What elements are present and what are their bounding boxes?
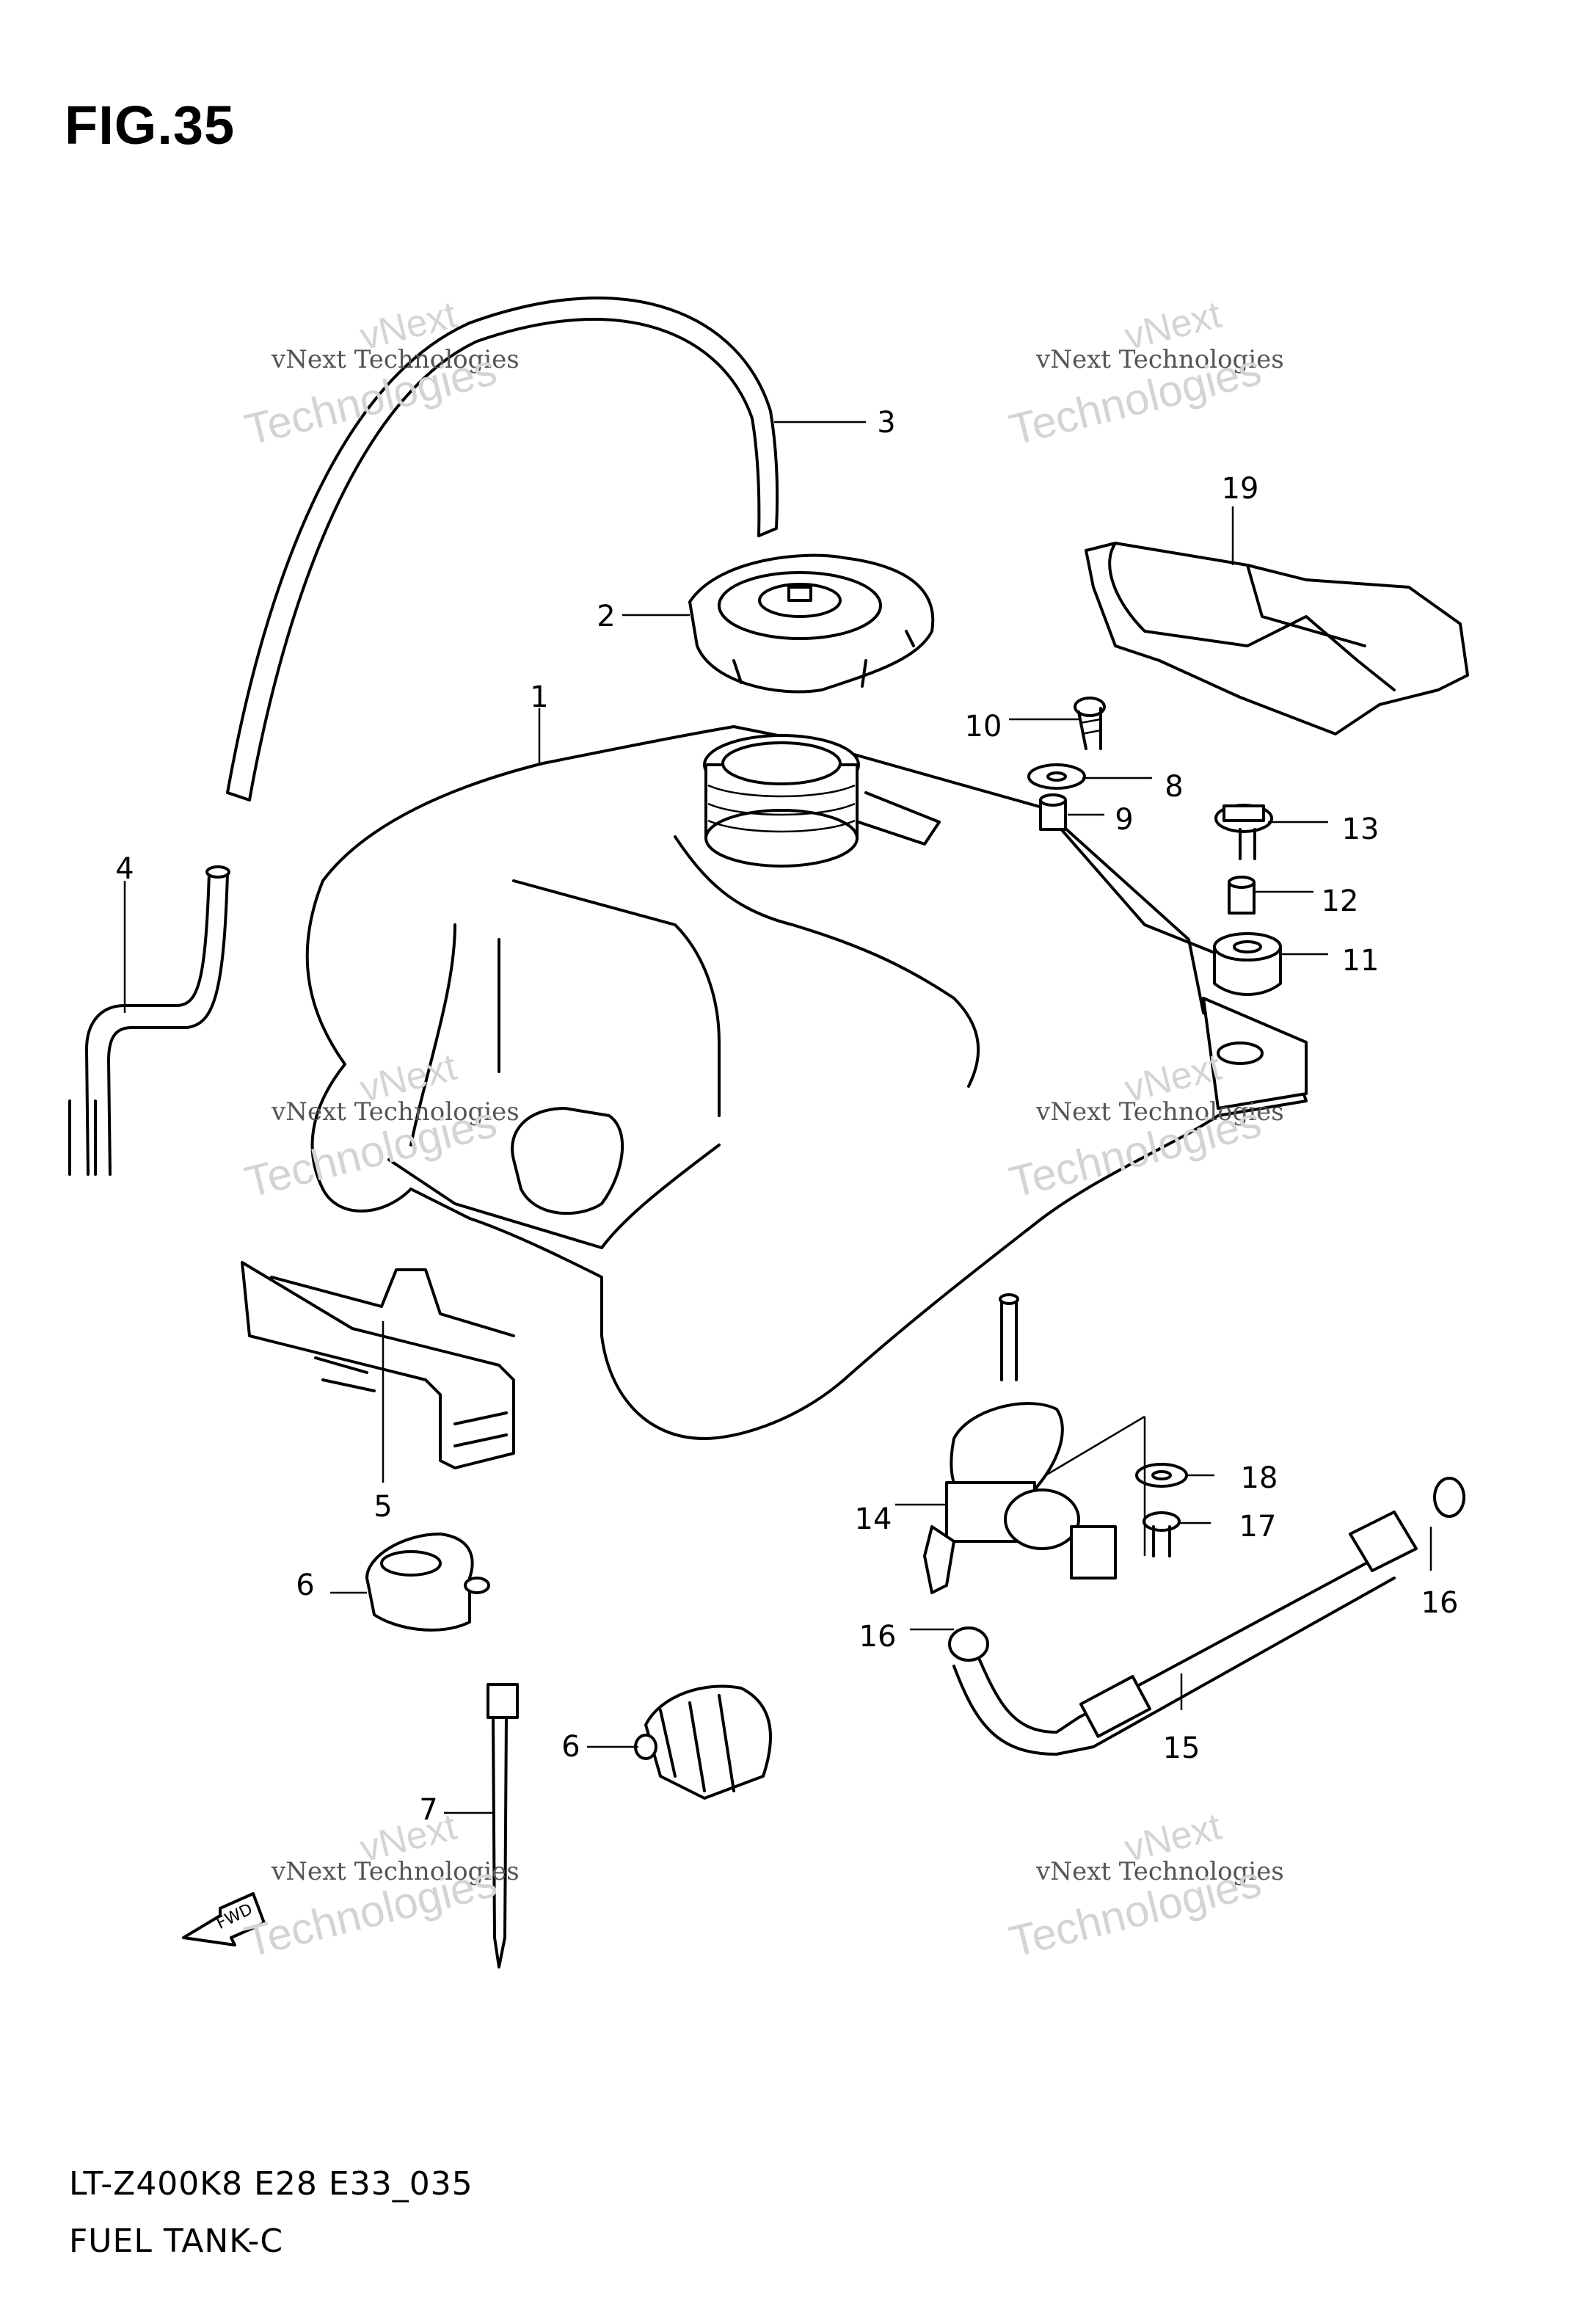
fuel-tank (305, 725, 1308, 1440)
bolt-10 (1074, 697, 1106, 750)
clip-16-left (948, 1626, 989, 1662)
cover-19 (1085, 542, 1469, 735)
breather-hose (226, 297, 779, 801)
screw-17 (1143, 1511, 1181, 1557)
model-code: LT-Z400K8 E28 E33_035 (69, 2165, 473, 2203)
collar-9 (1039, 793, 1067, 831)
callout-3: 3 (877, 406, 896, 440)
figure-name: FUEL TANK-C (69, 2222, 284, 2260)
callout-1: 1 (530, 680, 549, 714)
short-hose (68, 865, 230, 1176)
callout-11: 11 (1341, 944, 1380, 978)
callout-12: 12 (1321, 884, 1359, 918)
clip-16-right (1433, 1477, 1465, 1518)
fuel-hose-15 (952, 1511, 1418, 1756)
callout-5: 5 (374, 1490, 393, 1524)
collar-12 (1228, 876, 1256, 915)
fwd-arrow: FWD (182, 1892, 266, 1946)
callout-7: 7 (419, 1793, 438, 1827)
callout-9: 9 (1115, 803, 1134, 837)
washer-8 (1027, 763, 1086, 790)
callout-17: 17 (1239, 1510, 1277, 1544)
callout-13: 13 (1341, 813, 1380, 846)
leader-lines (123, 421, 1432, 1814)
bolt-13 (1214, 804, 1273, 860)
callout-16b: 16 (1421, 1586, 1459, 1620)
callout-15: 15 (1162, 1731, 1200, 1765)
callout-10: 10 (964, 710, 1002, 744)
callout-8: 8 (1165, 770, 1184, 804)
callout-6b: 6 (561, 1730, 580, 1764)
grommet-lower (634, 1684, 772, 1800)
callout-6a: 6 (296, 1568, 315, 1602)
callout-18: 18 (1240, 1461, 1278, 1495)
figure-title: FIG.35 (65, 95, 236, 156)
cable-tie (487, 1683, 519, 1969)
callout-2: 2 (597, 600, 616, 633)
callout-16a: 16 (859, 1620, 897, 1654)
callout-4: 4 (115, 852, 134, 886)
fuel-cap (688, 553, 935, 694)
cushion-11 (1213, 932, 1282, 996)
grommet-upper (365, 1533, 490, 1632)
callout-19: 19 (1221, 472, 1259, 506)
tank-clamp (241, 1261, 515, 1469)
fuel-cock (923, 1293, 1117, 1594)
callout-14: 14 (854, 1502, 892, 1536)
